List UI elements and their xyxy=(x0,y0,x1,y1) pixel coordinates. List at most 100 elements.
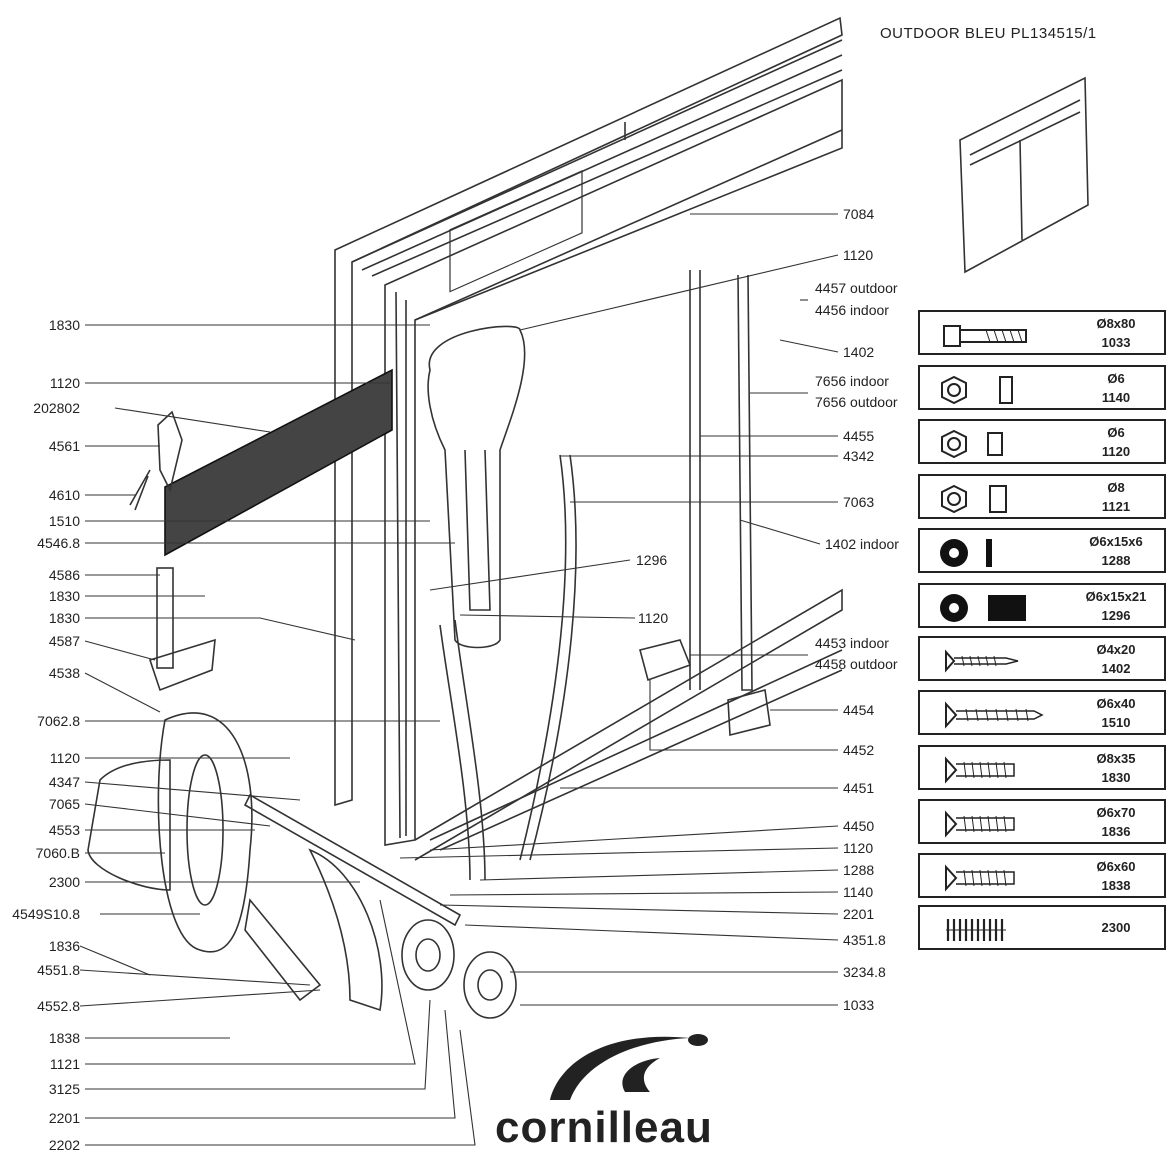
legend-item: Ø8 1121 xyxy=(918,474,1166,519)
legend-code: 1510 xyxy=(1101,715,1131,730)
part-label: 4455 xyxy=(843,428,875,444)
legend-item: Ø6x60 1838 xyxy=(918,853,1166,898)
legend-code: 1296 xyxy=(1101,608,1131,623)
part-label: 4551.8 xyxy=(37,962,80,978)
net xyxy=(164,368,393,557)
legend-code: 1288 xyxy=(1101,553,1131,568)
bat-holder xyxy=(427,325,526,649)
part-label: 4456 indoor xyxy=(815,302,889,318)
part-label: 7065 xyxy=(48,796,80,812)
lock-nut-icon xyxy=(941,484,1007,514)
legend-code: 1830 xyxy=(1101,770,1131,785)
part-label: 4553 xyxy=(48,822,80,838)
part-label: 4552.8 xyxy=(37,998,80,1014)
wheel-rear xyxy=(463,951,517,1019)
legend-spec: Ø6x60 xyxy=(1096,859,1136,874)
wheel-front xyxy=(401,919,455,991)
part-label: 1830 xyxy=(48,610,80,626)
part-label: 4452 xyxy=(843,742,875,758)
legend-item: Ø6x15x6 1288 xyxy=(918,528,1166,573)
part-label: 4454 xyxy=(843,702,875,718)
screw-icon xyxy=(945,810,1015,838)
part-label: 4538 xyxy=(48,665,80,681)
part-label: 4451 xyxy=(843,780,875,796)
legend-code: 1121 xyxy=(1101,499,1131,514)
part-label: 1121 xyxy=(49,1056,80,1072)
part-label: 4351.8 xyxy=(843,932,886,948)
legend-item: Ø6x40 1510 xyxy=(918,690,1166,735)
part-label: 4549S10.8 xyxy=(12,906,80,922)
part-label: 1120 xyxy=(843,247,874,263)
brand-wordmark: cornilleau xyxy=(495,1103,713,1152)
part-label: 1296 xyxy=(636,552,668,568)
part-label: 2201 xyxy=(48,1110,80,1126)
part-label: 4453 indoor xyxy=(815,635,889,651)
page-title: OUTDOOR BLEU PL134515/1 xyxy=(880,25,1097,42)
part-label: 3234.8 xyxy=(843,964,886,980)
legend-item: Ø6 1120 xyxy=(918,419,1166,464)
legend-item: Ø8x80 1033 xyxy=(918,310,1166,355)
part-label: 4610 xyxy=(48,487,80,503)
part-label: 1510 xyxy=(48,513,80,529)
part-label: 4347 xyxy=(48,774,80,790)
legend-code: 1033 xyxy=(1101,335,1131,350)
legend-item: Ø4x20 1402 xyxy=(918,636,1166,681)
table-top-frame xyxy=(334,16,843,807)
legend-spec: Ø8x35 xyxy=(1096,751,1136,766)
screw-icon xyxy=(945,701,1044,729)
legend-code: 1402 xyxy=(1101,661,1131,676)
legend-spec: Ø8 xyxy=(1107,480,1125,495)
legend-spec: Ø4x20 xyxy=(1096,642,1136,657)
screw-icon xyxy=(945,649,1019,673)
part-label: 2201 xyxy=(843,906,875,922)
part-label: 1402 xyxy=(843,344,875,360)
part-label: 1838 xyxy=(48,1030,80,1046)
part-label: 2300 xyxy=(48,874,80,890)
washer-icon xyxy=(940,539,992,567)
part-label: 1830 xyxy=(48,317,80,333)
part-label: 1288 xyxy=(843,862,875,878)
part-label: 4457 outdoor xyxy=(815,280,898,296)
part-label: 1120 xyxy=(49,375,80,391)
cornilleau-logo-icon xyxy=(550,1034,708,1100)
nut-icon xyxy=(941,375,1013,405)
part-label: 7060.B xyxy=(35,845,80,861)
legend-spec: Ø6x15x6 xyxy=(1089,534,1143,549)
legend-item: Ø6 1140 xyxy=(918,365,1166,410)
legend-spec: Ø6x40 xyxy=(1096,696,1136,711)
legend-code: 2300 xyxy=(1101,920,1131,935)
legend-code: 1838 xyxy=(1101,878,1131,893)
part-label: 1033 xyxy=(843,997,875,1013)
part-label: 7656 indoor xyxy=(815,373,889,389)
legend-item: Ø6x15x21 1296 xyxy=(918,583,1166,628)
bolt-icon xyxy=(943,325,1027,347)
part-label: 1120 xyxy=(49,750,80,766)
part-label: 2202 xyxy=(48,1137,80,1153)
part-label: 4342 xyxy=(843,448,875,464)
part-label: 4546.8 xyxy=(37,535,80,551)
part-label: 1120 xyxy=(843,840,874,856)
spring-icon xyxy=(946,919,1006,941)
part-label: 4587 xyxy=(48,633,80,649)
inset-table xyxy=(959,76,1089,274)
part-label: 1120 xyxy=(638,610,669,626)
part-label: 7084 xyxy=(843,206,875,222)
part-label: 7656 outdoor xyxy=(815,394,898,410)
part-label: 202802 xyxy=(33,400,80,416)
lock-nut-icon xyxy=(941,429,1003,459)
legend-code: 1140 xyxy=(1101,390,1131,405)
part-label: 1140 xyxy=(843,884,874,900)
spacer-icon xyxy=(940,594,1026,622)
part-label: 7062.8 xyxy=(37,713,80,729)
screw-icon xyxy=(945,864,1015,892)
part-label: 1830 xyxy=(48,588,80,604)
legend-code: 1120 xyxy=(1101,444,1131,459)
legend-code: 1836 xyxy=(1101,824,1131,839)
legend-spec: Ø6x15x21 xyxy=(1085,589,1147,604)
part-label: 4450 xyxy=(843,818,875,834)
legend-spec: Ø6 xyxy=(1107,425,1125,440)
part-label: 3125 xyxy=(48,1081,80,1097)
legend-item: Ø6x70 1836 xyxy=(918,799,1166,844)
screw-icon xyxy=(945,756,1015,784)
